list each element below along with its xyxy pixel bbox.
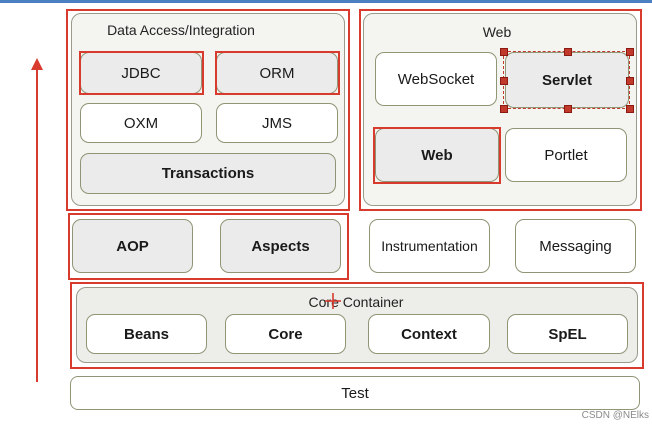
selection-handle-mr[interactable]	[626, 77, 634, 85]
jms-module[interactable]: JMS	[216, 103, 338, 143]
selection-handle-tm[interactable]	[564, 48, 572, 56]
context-module[interactable]: Context	[368, 314, 490, 354]
jdbc-highlight	[79, 51, 204, 95]
aop-aspects-highlight	[68, 213, 349, 280]
selection-handle-bm[interactable]	[564, 105, 572, 113]
beans-module[interactable]: Beans	[86, 314, 207, 354]
aspects-module[interactable]: Aspects	[220, 219, 341, 273]
servlet-selection	[503, 51, 630, 109]
servlet-module[interactable]: Servlet	[505, 52, 629, 108]
messaging-module[interactable]: Messaging	[515, 219, 636, 273]
core-container-title: Core Container	[308, 294, 404, 310]
instrumentation-module[interactable]: Instrumentation	[369, 219, 490, 273]
web-title: Web	[482, 24, 512, 40]
portlet-module[interactable]: Portlet	[505, 128, 627, 182]
top-edge-strip	[0, 0, 652, 3]
watermark: CSDN @NElks	[581, 410, 649, 421]
transactions-module[interactable]: Transactions	[80, 153, 336, 194]
aop-module[interactable]: AOP	[72, 219, 193, 273]
core-module[interactable]: Core	[225, 314, 346, 354]
core-container-highlight	[70, 282, 644, 369]
orm-highlight	[215, 51, 340, 95]
test-module[interactable]: Test	[70, 376, 640, 410]
web-module-highlight	[373, 127, 501, 184]
data-access-title: Data Access/Integration	[107, 22, 255, 38]
up-arrow-icon	[31, 58, 43, 382]
selection-handle-br[interactable]	[626, 105, 634, 113]
oxm-module[interactable]: OXM	[80, 103, 202, 143]
data-access-highlight	[66, 9, 350, 211]
websocket-module[interactable]: WebSocket	[375, 52, 497, 106]
selection-handle-ml[interactable]	[500, 77, 508, 85]
selection-handle-tr[interactable]	[626, 48, 634, 56]
selection-handle-bl[interactable]	[500, 105, 508, 113]
spel-module[interactable]: SpEL	[507, 314, 628, 354]
move-cursor-icon	[325, 293, 341, 309]
selection-handle-tl[interactable]	[500, 48, 508, 56]
web-highlight	[359, 9, 642, 211]
